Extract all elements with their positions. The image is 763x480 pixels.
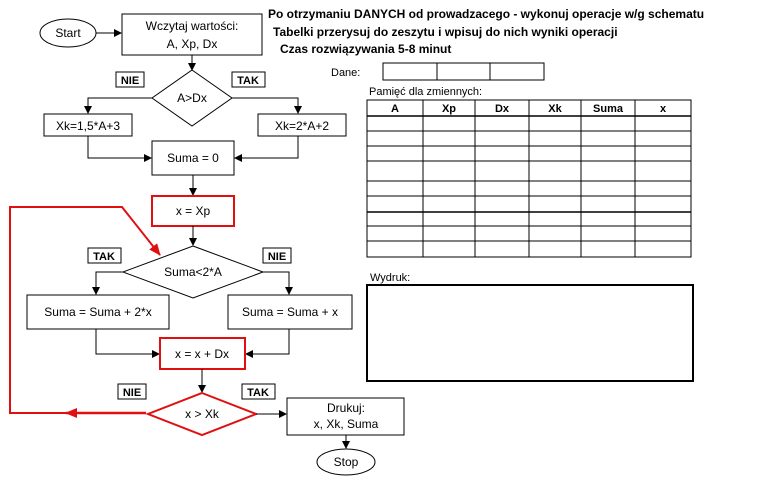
- decision-x-gt-xk: x > Xk: [145, 391, 259, 437]
- arrow-xkright-suma: [234, 136, 299, 162]
- output-label: Wydruk:: [370, 272, 410, 284]
- stop-terminal: Stop: [316, 448, 376, 476]
- cond2-yes-label: TAK: [93, 251, 115, 263]
- cond1-no-label: NIE: [121, 75, 139, 87]
- cond3-no-label: NIE: [123, 387, 141, 399]
- dane-cells: [382, 62, 545, 81]
- col-xk: Xk: [548, 103, 562, 115]
- cond2-no-label: NIE: [268, 251, 286, 263]
- xk-left-label: Xk=1,5*A+3: [56, 119, 120, 133]
- decision-suma-lt-2a: Suma<2*A: [121, 245, 265, 299]
- cond2-label: Suma<2*A: [164, 265, 222, 279]
- cond1-yes-badge: TAK: [231, 71, 266, 88]
- x-inc-label: x = x + Dx: [175, 347, 229, 361]
- print-box: Drukuj: x, Xk, Suma: [286, 397, 405, 436]
- suma-init-label: Suma = 0: [167, 151, 219, 165]
- start-terminal: Start: [39, 18, 97, 48]
- arrow-cond1-no: [84, 97, 152, 114]
- x-init-box: x = Xp: [151, 195, 235, 227]
- cond3-label: x > Xk: [185, 407, 220, 421]
- header-line-1: Po otrzymaniu DANYCH od prowadzacego - w…: [268, 7, 704, 21]
- col-x: x: [660, 103, 667, 115]
- stop-label: Stop: [334, 455, 359, 469]
- arrow-cond2-yes: [92, 271, 123, 295]
- header-line-3: Czas rozwiązywania 5-8 minut: [280, 42, 451, 56]
- suma-init-box: Suma = 0: [151, 140, 235, 176]
- suma-left-box: Suma = Suma + 2*x: [26, 294, 170, 330]
- cond2-yes-badge: TAK: [87, 247, 122, 264]
- arrow-sumaleft-xinc: [95, 329, 160, 358]
- arrow-cond1-yes: [232, 97, 302, 114]
- col-a: A: [391, 103, 399, 115]
- suma-left-label: Suma = Suma + 2*x: [44, 305, 151, 319]
- xk-right-box: Xk=2*A+2: [257, 113, 347, 137]
- suma-right-box: Suma = Suma + x: [227, 294, 353, 330]
- arrow-sumaright-xinc: [245, 329, 290, 358]
- x-init-label: x = Xp: [176, 204, 211, 218]
- memory-table: A Xp Dx Xk Suma x: [366, 99, 692, 258]
- arrow-cond2-no: [263, 271, 293, 295]
- cond1-yes-label: TAK: [237, 75, 259, 87]
- suma-right-label: Suma = Suma + x: [242, 305, 338, 319]
- col-dx: Dx: [495, 103, 510, 115]
- cond3-no-badge: NIE: [117, 383, 147, 400]
- x-inc-box: x = x + Dx: [159, 337, 246, 370]
- start-label: Start: [55, 26, 81, 40]
- xk-left-box: Xk=1,5*A+3: [43, 113, 133, 137]
- input-label-2: A, Xp, Dx: [167, 37, 218, 51]
- col-suma: Suma: [593, 103, 624, 115]
- header-line-2: Tabelki przerysuj do zeszytu i wpisuj do…: [273, 25, 618, 39]
- xk-right-label: Xk=2*A+2: [275, 119, 329, 133]
- loop-back-line: [9, 206, 161, 414]
- cond3-yes-label: TAK: [247, 387, 269, 399]
- print-label-1: Drukuj:: [327, 401, 365, 415]
- arrow-xkleft-suma: [87, 136, 152, 162]
- decision-a-gt-dx: A>Dx: [151, 69, 233, 127]
- cond1-label: A>Dx: [177, 91, 207, 105]
- dane-label: Dane:: [331, 67, 360, 79]
- col-xp: Xp: [442, 103, 456, 115]
- memory-label: Pamięć dla zmiennych:: [369, 86, 482, 98]
- cond3-yes-badge: TAK: [241, 383, 276, 400]
- input-label-1: Wczytaj wartości:: [146, 19, 239, 33]
- input-box: Wczytaj wartości: A, Xp, Dx: [121, 13, 263, 56]
- cond2-no-badge: NIE: [262, 247, 292, 264]
- print-label-2: x, Xk, Suma: [314, 417, 379, 431]
- output-box: [366, 284, 694, 382]
- cond1-no-badge: NIE: [115, 71, 145, 88]
